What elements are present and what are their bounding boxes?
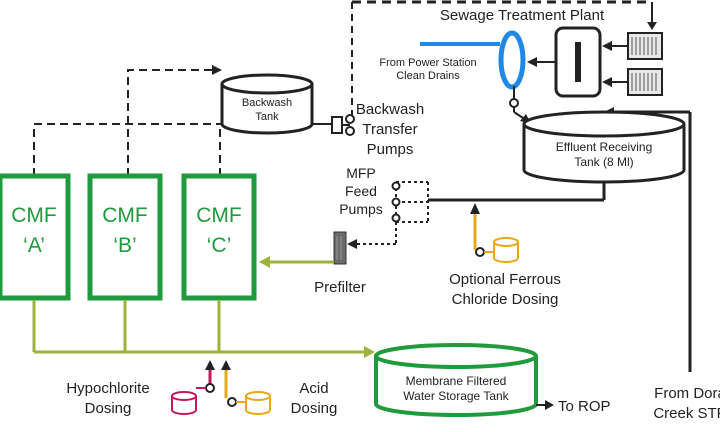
acid-label-line1: Acid [299,380,328,397]
cmf-c-label-line1: CMF [196,204,242,227]
inflow-to-effluent-line [509,86,531,124]
treatment-unit [554,26,602,98]
prefilter-label: Prefilter [314,279,366,296]
to-rop-label: To ROP [558,398,611,415]
storage-tank-label-line1: Membrane Filtered [406,374,507,388]
mfp-feed-pumps [391,181,429,223]
hypochlorite-label-line1: Hypochlorite [66,380,149,397]
filtered-water-arrowhead [364,346,375,358]
mfp-label-line1: MFP [346,165,376,181]
cmf-a-label-line2: ‘A’ [23,234,45,257]
cmf-filter-b: CMF ‘B’ [87,173,163,301]
backwash-tank-label-line1: Backwash [242,97,292,109]
dora-creek-label-line2: Creek STP [653,405,720,422]
backwash-transfer-pumps [331,114,355,136]
hypochlorite-dosing-tank [171,391,197,415]
screen-arrows [602,41,628,87]
mfp-label-line2: Feed [345,183,377,199]
screen-unit-lower [627,68,663,96]
power-station-label-line1: From Power Station [379,57,476,69]
ferrous-label-line2: Chloride Dosing [452,291,559,308]
cmf-b-label-line2: ‘B’ [113,234,136,257]
backwash-tank-label-line2: Tank [255,111,279,123]
ferrous-dosing-line [470,203,494,257]
treatment-outlet-line [527,57,556,67]
membrane-storage-tank [374,343,538,417]
hypochlorite-dosing-line [196,360,215,393]
power-station-inflow [420,30,526,90]
acid-dosing-tank [245,391,271,415]
mfp-label-line3: Pumps [339,201,383,217]
acid-dosing-line [221,360,246,407]
cmf-a-label-line1: CMF [11,204,57,227]
power-station-label-line2: Clean Drains [396,70,460,82]
ferrous-label-line1: Optional Ferrous [449,271,561,288]
backwash-pumps-label-line2: Transfer [362,121,417,138]
acid-label-line2: Dosing [291,400,338,417]
cmf-b-label-line1: CMF [102,204,148,227]
effluent-tank-label-line1: Effluent Receiving [556,140,653,154]
backwash-dashed-lines [33,69,222,176]
cmf-filter-a: CMF ‘A’ [0,173,71,301]
hypochlorite-label-line2: Dosing [85,400,132,417]
backwash-arrowhead [212,65,222,75]
ferrous-dosing-tank [493,237,519,263]
sewage-plant-dashed-line [351,0,657,118]
effluent-tank-label-line2: Tank (8 Ml) [574,155,633,169]
effluent-outlet-line [428,182,606,202]
pumps-to-prefilter-line [347,222,397,249]
storage-tank-label-line2: Water Storage Tank [403,389,509,403]
cmf-c-label-line2: ‘C’ [207,234,232,257]
filtered-water-header [32,300,368,354]
to-rop-line [536,400,554,410]
backwash-pumps-label-line1: Backwash [356,101,424,118]
dora-creek-label-line1: From Dora [654,385,720,402]
cmf-filter-c: CMF ‘C’ [181,173,257,301]
backwash-tank [220,73,314,135]
backwash-pumps-label-line3: Pumps [367,141,414,158]
prefilter-to-cmf-line [259,256,334,268]
prefilter-unit [333,231,347,265]
sewage-treatment-plant-label: Sewage Treatment Plant [440,7,605,24]
screen-unit-upper [627,32,663,60]
